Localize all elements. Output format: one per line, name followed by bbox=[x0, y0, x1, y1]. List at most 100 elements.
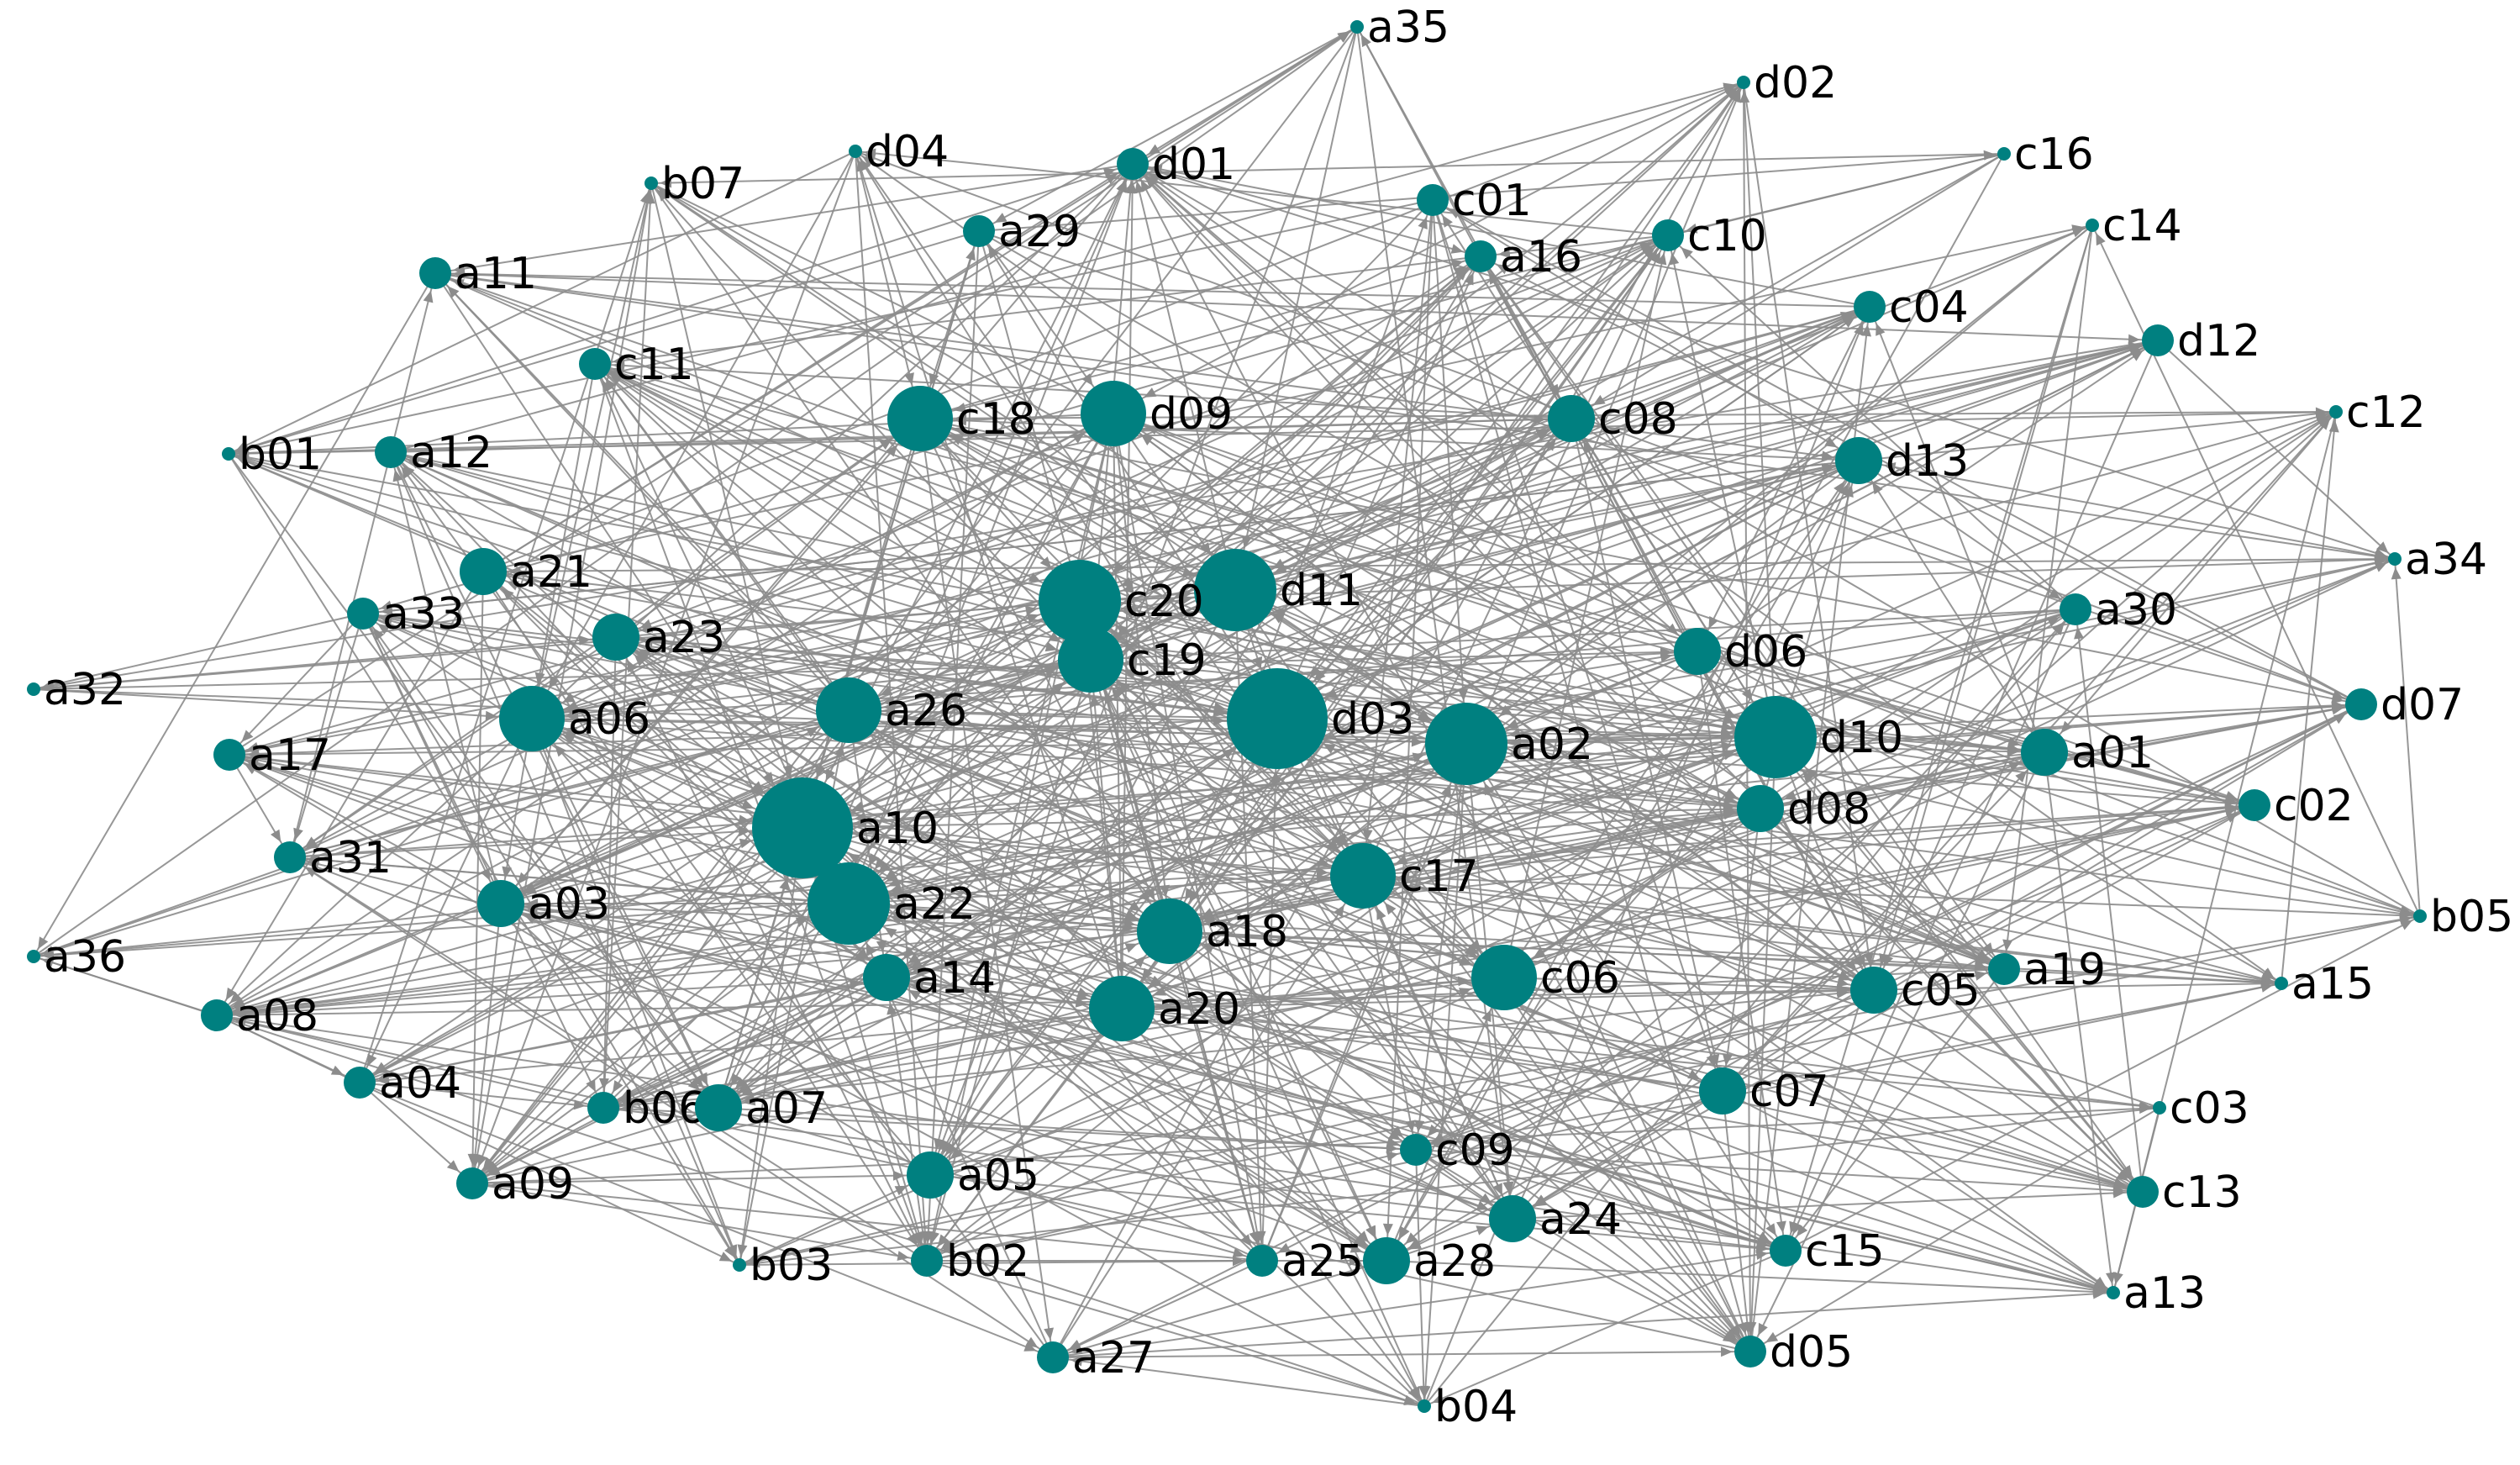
edge-arrowhead bbox=[1252, 656, 1263, 670]
node-label: d09 bbox=[1150, 389, 1233, 440]
graph-node-b02: b02 bbox=[911, 1236, 1029, 1287]
edge-arrowhead bbox=[738, 826, 751, 837]
graph-node-d12: d12 bbox=[2142, 316, 2260, 366]
node-marker bbox=[1400, 1134, 1432, 1166]
edge-arrowhead bbox=[1796, 1224, 1808, 1237]
edge-arrowhead bbox=[929, 1230, 939, 1244]
graph-edge bbox=[1090, 659, 1123, 1009]
graph-edge bbox=[615, 636, 1425, 1407]
node-marker bbox=[1854, 291, 1886, 323]
edge-arrowhead bbox=[1685, 223, 1698, 234]
graph-edge bbox=[1465, 704, 2362, 745]
edge-arrowhead bbox=[738, 1081, 751, 1093]
graph-edge bbox=[289, 613, 364, 858]
node-marker bbox=[27, 682, 40, 696]
node-marker bbox=[456, 1167, 488, 1199]
graph-edge bbox=[531, 718, 1776, 738]
edge-arrowhead bbox=[619, 1090, 633, 1101]
edge-arrowhead bbox=[950, 435, 964, 445]
node-label: d10 bbox=[1820, 713, 1903, 763]
edge-arrowhead bbox=[1140, 179, 1151, 192]
graph-edge bbox=[855, 150, 1669, 236]
graph-edge bbox=[434, 272, 2159, 341]
edge-arrowhead bbox=[1448, 208, 1461, 219]
edge-arrowhead bbox=[1802, 770, 1814, 783]
graph-edge bbox=[1503, 411, 2337, 978]
graph-node-a25: a25 bbox=[1246, 1236, 1364, 1287]
node-label: a16 bbox=[1500, 232, 1582, 282]
edge-arrowhead bbox=[1249, 1230, 1260, 1244]
node-marker bbox=[2142, 324, 2174, 356]
graph-node-d09: d09 bbox=[1081, 381, 1233, 446]
edge-arrowhead bbox=[1876, 323, 1886, 336]
node-label: c13 bbox=[2162, 1167, 2242, 1218]
edge-arrowhead bbox=[1432, 1394, 1445, 1403]
graph-edge bbox=[848, 903, 2144, 1193]
node-label: c12 bbox=[2346, 387, 2426, 438]
edge-arrowhead bbox=[892, 1170, 905, 1181]
node-marker bbox=[27, 950, 40, 963]
edge-arrowhead bbox=[1503, 1181, 1514, 1194]
node-marker bbox=[1417, 184, 1449, 216]
node-marker bbox=[1734, 1336, 1766, 1368]
edge-arrowhead bbox=[887, 877, 901, 887]
graph-edge bbox=[216, 983, 2282, 1016]
graph-node-d04: d04 bbox=[849, 127, 949, 177]
graph-edge bbox=[216, 1014, 1751, 1352]
graph-edge bbox=[1052, 82, 1744, 1358]
edge-arrowhead bbox=[2047, 617, 2060, 627]
edge-arrowhead bbox=[1118, 681, 1130, 693]
graph-edge bbox=[33, 688, 533, 719]
graph-edge bbox=[1261, 743, 1467, 1262]
edge-arrowhead bbox=[446, 1160, 460, 1172]
graph-edge bbox=[615, 306, 1870, 638]
graph-node-a14: a14 bbox=[863, 953, 996, 1004]
graph-edge bbox=[1722, 751, 2045, 1092]
graph-edge bbox=[471, 903, 850, 1184]
node-marker bbox=[1227, 668, 1328, 769]
node-marker bbox=[1770, 1235, 1802, 1267]
graph-edge bbox=[1113, 413, 1875, 991]
edge-arrowhead bbox=[330, 1065, 344, 1076]
graph-edge bbox=[919, 418, 2045, 753]
graph-node-a36: a36 bbox=[27, 932, 126, 983]
node-label: b03 bbox=[750, 1241, 833, 1291]
edge-arrowhead bbox=[1140, 434, 1154, 445]
edge-arrowhead bbox=[470, 1153, 481, 1167]
graph-node-a21: a21 bbox=[460, 547, 592, 598]
edge-arrowhead bbox=[1492, 1183, 1502, 1196]
node-marker bbox=[375, 436, 407, 468]
edge-arrowhead bbox=[1150, 164, 1163, 175]
graph-node-a12: a12 bbox=[375, 428, 492, 478]
graph-edge bbox=[602, 636, 617, 1109]
node-label: a18 bbox=[1206, 907, 1288, 957]
graph-edge bbox=[848, 709, 887, 978]
node-marker bbox=[2060, 593, 2091, 625]
graph-edge bbox=[216, 977, 887, 1016]
node-label: a32 bbox=[44, 665, 126, 715]
edge-arrowhead bbox=[865, 942, 876, 956]
edge-arrowhead bbox=[1476, 1200, 1489, 1210]
node-label: a36 bbox=[44, 932, 126, 983]
graph-edge bbox=[802, 589, 1236, 829]
edge-arrowhead bbox=[1974, 971, 1987, 981]
graph-edge bbox=[229, 340, 2159, 756]
node-marker bbox=[1471, 945, 1537, 1010]
edge-arrowhead bbox=[1722, 1331, 1735, 1343]
graph-node-a08: a08 bbox=[201, 991, 318, 1041]
graph-edge bbox=[594, 363, 850, 711]
edge-arrowhead bbox=[1836, 988, 1849, 999]
node-marker bbox=[1835, 437, 1882, 484]
graph-node-c05: c05 bbox=[1850, 966, 1981, 1016]
node-marker bbox=[1734, 696, 1817, 778]
graph-edge bbox=[1052, 1260, 1387, 1358]
edge-arrowhead bbox=[1450, 244, 1464, 254]
edge-arrowhead bbox=[627, 659, 637, 673]
node-label: b07 bbox=[661, 159, 744, 209]
edge-arrowhead bbox=[1883, 462, 1897, 472]
edge-arrowhead bbox=[1029, 572, 1042, 582]
node-marker bbox=[222, 447, 235, 461]
graph-edge bbox=[926, 977, 1505, 1262]
graph-edge bbox=[1465, 224, 2093, 745]
graph-edge bbox=[1090, 659, 1425, 1407]
